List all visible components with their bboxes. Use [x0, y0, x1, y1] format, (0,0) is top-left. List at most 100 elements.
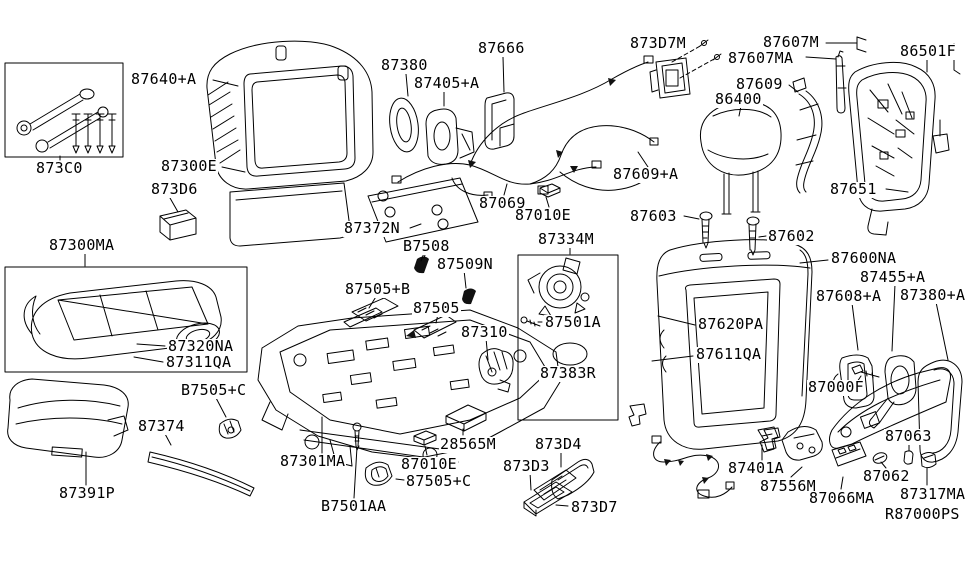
part-label-87455-A: 87455+A [859, 268, 927, 286]
seat-back-board-illustration [207, 41, 373, 246]
part-label-87010E: 87010E [514, 206, 572, 224]
buckle-stack-illustration [524, 459, 594, 516]
leader-line [886, 189, 908, 192]
harness-bottom-illustration [652, 436, 734, 498]
leader-line [892, 284, 895, 351]
part-label-87611QA: 87611QA [695, 345, 763, 363]
part-label-87066MA: 87066MA [808, 489, 876, 507]
leader-line [406, 74, 408, 96]
leader-line [530, 472, 531, 490]
part-label-87000F: 87000F [807, 378, 865, 396]
leader-lines [60, 37, 948, 506]
part-label-87556M: 87556M [759, 477, 817, 495]
leader-line [410, 224, 421, 228]
part-label-87063: 87063 [884, 427, 933, 445]
cap-87010E-bottom-illustration [414, 431, 436, 445]
dashed-leader-line [680, 59, 714, 78]
bolt-87602-illustration [747, 217, 759, 255]
box-87300MA-illustration [5, 267, 247, 372]
strips-87505-illustration [344, 298, 456, 338]
leader-line [652, 356, 693, 361]
part-label-87391P: 87391P [58, 484, 116, 502]
part-label-87509N: 87509N [436, 255, 494, 273]
leader-line [881, 462, 886, 468]
part-label-873D6: 873D6 [150, 180, 199, 198]
part-label-873D4: 873D4 [534, 435, 583, 453]
part-label-87301MA: 87301MA [279, 452, 347, 470]
part-87380A-illustration [918, 360, 962, 462]
part-label-87310: 87310 [460, 323, 509, 341]
leader-line [215, 396, 226, 417]
part-label-87380: 87380 [380, 56, 429, 74]
dashed-leader-lines [672, 45, 714, 78]
part-label-86400: 86400 [714, 90, 763, 108]
part-label-87069: 87069 [478, 194, 527, 212]
part-label-87505-C: 87505+C [405, 472, 473, 490]
part-label-87401A: 87401A [727, 459, 785, 477]
part-87666-illustration [485, 93, 514, 149]
leader-line [464, 270, 466, 288]
part-label-87609: 87609 [735, 75, 784, 93]
recliner-cluster-illustration [758, 426, 936, 467]
harness-illustration [392, 56, 658, 198]
part-label-B7501AA: B7501AA [320, 497, 388, 515]
part-label-87666: 87666 [477, 39, 526, 57]
strip-87374-illustration [148, 452, 254, 496]
part-label-873C0: 873C0 [35, 159, 84, 177]
leader-line [759, 236, 766, 237]
part-label-87300E: 87300E [160, 157, 218, 175]
leader-line [134, 357, 163, 362]
part-label-87607M: 87607M [762, 33, 820, 51]
dashed-leader-line [672, 45, 702, 62]
leader-line [841, 477, 843, 489]
seat-frame-86501F-illustration [849, 44, 960, 235]
leader-line [684, 216, 699, 219]
part-label-87405-A: 87405+A [413, 74, 481, 92]
leader-line [222, 167, 245, 172]
part-label-87640-A: 87640+A [130, 70, 198, 88]
leader-line [354, 447, 357, 498]
part-87380-illustration [386, 96, 421, 153]
leader-line [396, 479, 404, 480]
leader-line [546, 197, 549, 207]
part-label-87609-A: 87609+A [612, 165, 680, 183]
part-label-873D3: 873D3 [502, 457, 551, 475]
part-label-87505-B: 87505+B [344, 280, 412, 298]
part-87455A-illustration [869, 356, 916, 428]
box-873C0-illustration [5, 63, 123, 157]
part-label-87505: 87505 [412, 299, 461, 317]
leader-line [789, 85, 798, 92]
part-label-B7508: B7508 [402, 237, 451, 255]
leader-line [486, 338, 488, 360]
leader-line [213, 80, 238, 86]
part-label-87608-A: 87608+A [815, 287, 883, 305]
part-label-87620PA: 87620PA [697, 315, 765, 333]
clip-87505C-illustration [365, 462, 392, 485]
leader-line [791, 467, 802, 477]
part-label-B7505-C: B7505+C [180, 381, 248, 399]
leader-line [425, 446, 427, 455]
part-label-87317MA: 87317MA [899, 485, 967, 503]
leader-line [170, 198, 178, 212]
part-label-87600NA: 87600NA [830, 249, 898, 267]
part-label-87320NA: 87320NA [167, 337, 235, 355]
part-label-87380-A: 87380+A [899, 286, 967, 304]
leader-line [137, 344, 165, 346]
part-label-87374: 87374 [137, 417, 186, 435]
part-label-28565M: 28565M [439, 435, 497, 453]
leader-line [503, 57, 504, 92]
part-label-87651: 87651 [829, 180, 878, 198]
part-label-R87000PS: R87000PS [884, 505, 961, 523]
part-label-87501A: 87501A [544, 313, 602, 331]
leader-line [806, 57, 836, 59]
cap-87010E-top-illustration [540, 184, 560, 197]
part-label-87300MA: 87300MA [48, 236, 116, 254]
part-label-87334M: 87334M [537, 230, 595, 248]
pad-87391P-illustration [8, 379, 129, 457]
leader-line [556, 505, 568, 506]
leader-line [852, 303, 858, 350]
seat-back-panel-illustration [629, 240, 812, 450]
